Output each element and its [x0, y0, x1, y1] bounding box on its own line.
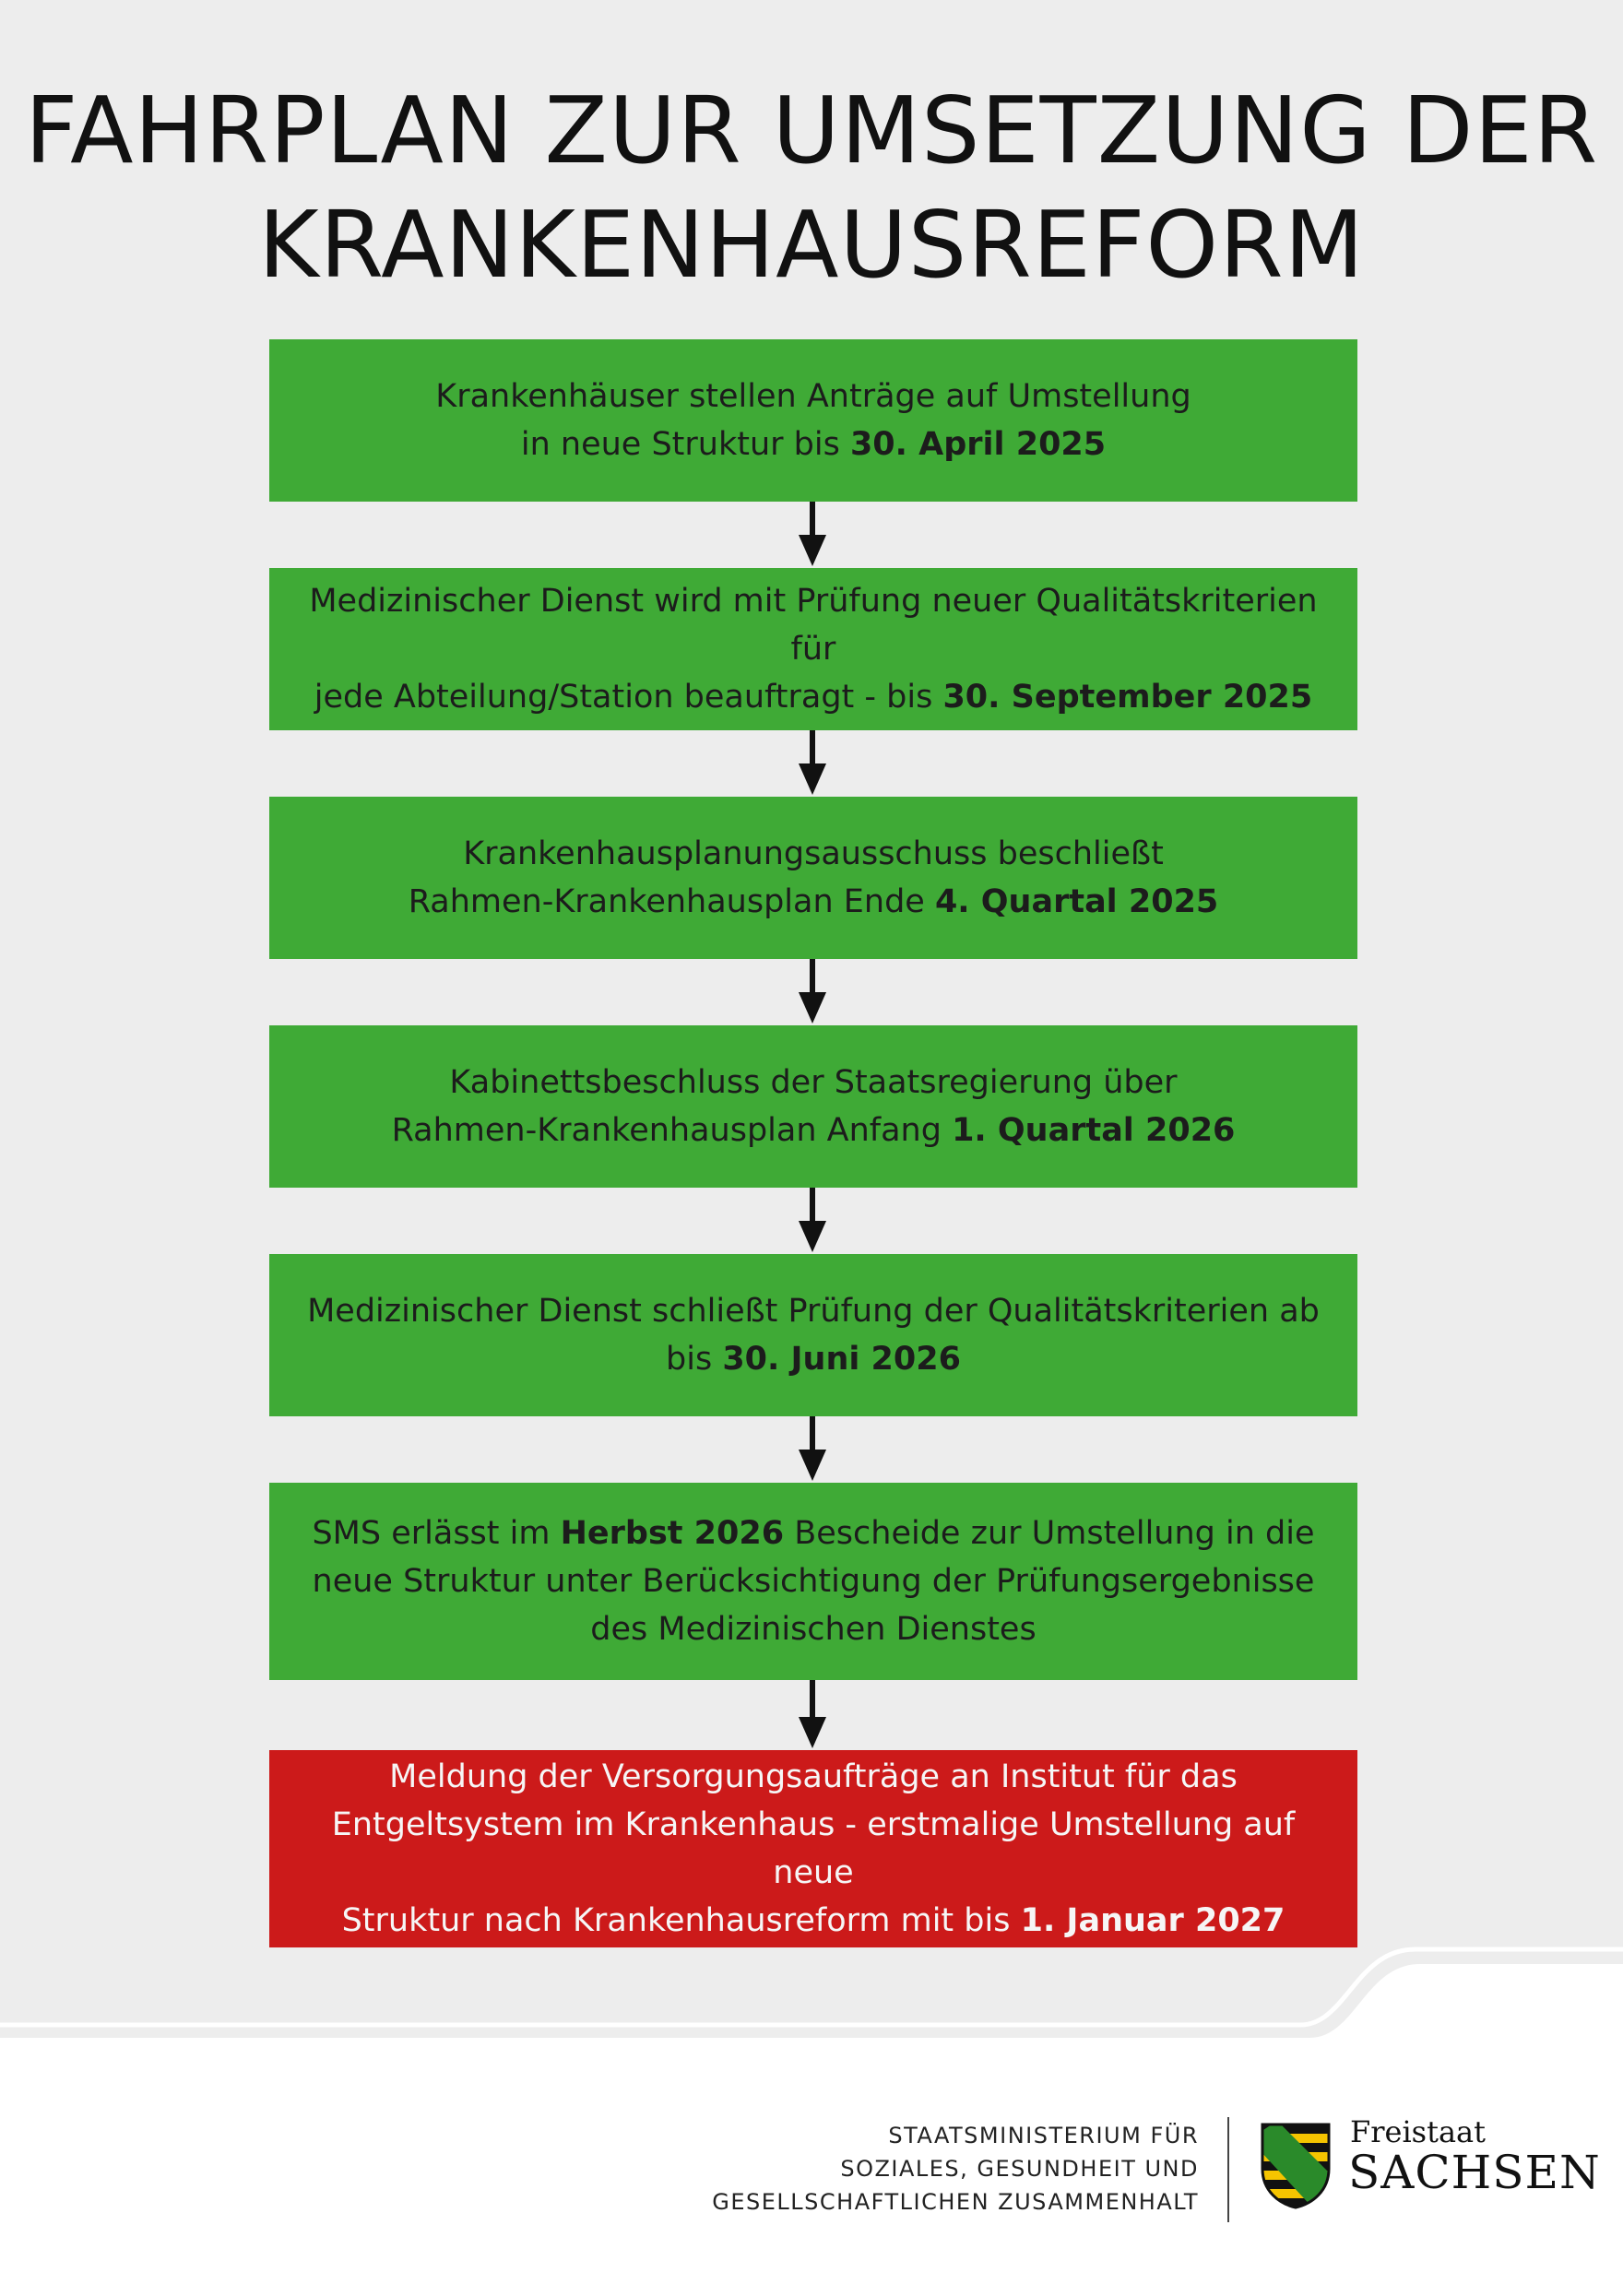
arrow-down-icon [799, 1416, 826, 1481]
step-2-text: Medizinischer Dienst wird mit Prüfung ne… [309, 583, 1318, 716]
final-step-text: Meldung der Versorgungsaufträge an Insti… [331, 1758, 1296, 1939]
final-step-box: Meldung der Versorgungsaufträge an Insti… [269, 1750, 1357, 1947]
arrow-down-icon [799, 502, 826, 566]
step-6-text: SMS erlässt im Herbst 2026 Bescheide zur… [312, 1515, 1315, 1648]
step-5-text: Medizinischer Dienst schließt Prüfung de… [307, 1293, 1320, 1378]
saxony-crest-icon [1261, 2123, 1331, 2209]
step-4-text: Kabinettsbeschluss der Staatsregierung ü… [391, 1064, 1236, 1149]
arrow-down-icon [799, 959, 826, 1024]
step-1-text: Krankenhäuser stellen Anträge auf Umstel… [435, 378, 1191, 463]
step-5-box: Medizinischer Dienst schließt Prüfung de… [269, 1254, 1357, 1416]
step-4-box: Kabinettsbeschluss der Staatsregierung ü… [269, 1025, 1357, 1188]
step-2-box: Medizinischer Dienst wird mit Prüfung ne… [269, 568, 1357, 730]
arrow-down-icon [799, 730, 826, 795]
logo-freistaat: Freistaat [1350, 2114, 1486, 2149]
title-line-1: FAHRPLAN ZUR UMSETZUNG DER [24, 77, 1599, 184]
arrow-down-icon [799, 1680, 826, 1748]
step-6-box: SMS erlässt im Herbst 2026 Bescheide zur… [269, 1483, 1357, 1680]
step-3-box: Krankenhausplanungsausschuss beschließt … [269, 797, 1357, 959]
arrow-down-icon [799, 1188, 826, 1252]
footer-divider [1227, 2117, 1229, 2222]
step-3-text: Krankenhausplanungsausschuss beschließt … [408, 835, 1219, 920]
logo-sachsen: SACHSEN [1348, 2146, 1601, 2199]
step-1-box: Krankenhäuser stellen Anträge auf Umstel… [269, 339, 1357, 502]
page-title: FAHRPLAN ZUR UMSETZUNG DER KRANKENHAUSRE… [0, 74, 1623, 302]
ministry-name: STAATSMINISTERIUM FÜR SOZIALES, GESUNDHE… [712, 2123, 1199, 2215]
title-line-2: KRANKENHAUSREFORM [258, 191, 1365, 299]
decorative-swoosh [0, 1947, 1623, 2056]
